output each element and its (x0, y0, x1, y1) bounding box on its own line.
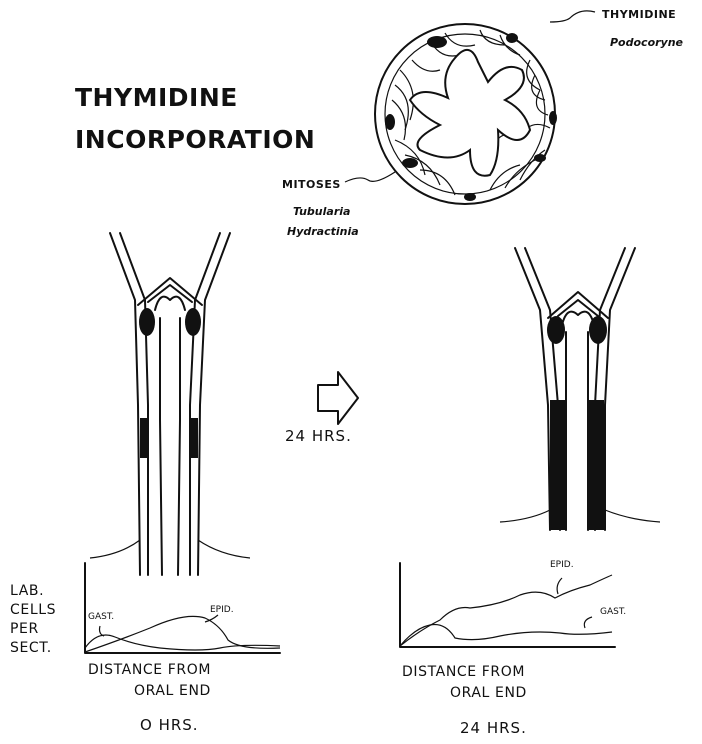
title-line-1: THYMIDINE (75, 83, 238, 112)
xlabel-line-1-left: DISTANCE FROM (88, 662, 211, 678)
cross-section-lumen (410, 50, 530, 176)
stalk-0-hrs (90, 233, 250, 575)
gast-pointer-0 (100, 626, 105, 636)
ylabel-line-4: SECT. (10, 640, 52, 656)
graph-24-hrs (400, 563, 615, 647)
epid-pointer-24 (557, 578, 562, 594)
caption-0-hrs: O HRS. (140, 716, 199, 734)
mitoses-pointer (345, 172, 395, 182)
curve-label-gast-0: GAST. (88, 612, 114, 622)
time-arrow (318, 372, 358, 424)
species-podocoryne: Podocoryne (610, 36, 683, 49)
curve-epid-0 (85, 616, 280, 652)
xlabel-line-2-left: ORAL END (134, 683, 211, 699)
curve-label-epid-24: EPID. (550, 560, 574, 570)
cross-section (375, 24, 557, 204)
ylabel-line-1: LAB. (10, 583, 44, 599)
curve-label-gast-24: GAST. (600, 607, 626, 617)
ylabel-line-3: PER (10, 621, 39, 637)
thymidine-pointer (550, 11, 595, 22)
graph-0-axes (85, 563, 280, 653)
curve-gast-24 (400, 625, 612, 646)
label-mitoses: MITOSES (282, 178, 341, 191)
label-thymidine: THYMIDINE (602, 8, 676, 21)
curve-label-epid-0: EPID. (210, 605, 234, 615)
title-line-2: INCORPORATION (75, 125, 315, 154)
gast-pointer-24 (584, 617, 592, 628)
xlabel-line-1-right: DISTANCE FROM (402, 664, 525, 680)
graph-0-hrs (85, 563, 280, 653)
species-tubularia: Tubularia (293, 205, 350, 218)
ylabel-line-2: CELLS (10, 602, 56, 618)
stalk-24-hrs (500, 248, 660, 530)
transition-label: 24 HRS. (285, 427, 352, 445)
caption-24-hrs: 24 HRS. (460, 719, 527, 737)
species-hydractinia: Hydractinia (287, 225, 359, 238)
xlabel-line-2-right: ORAL END (450, 685, 527, 701)
